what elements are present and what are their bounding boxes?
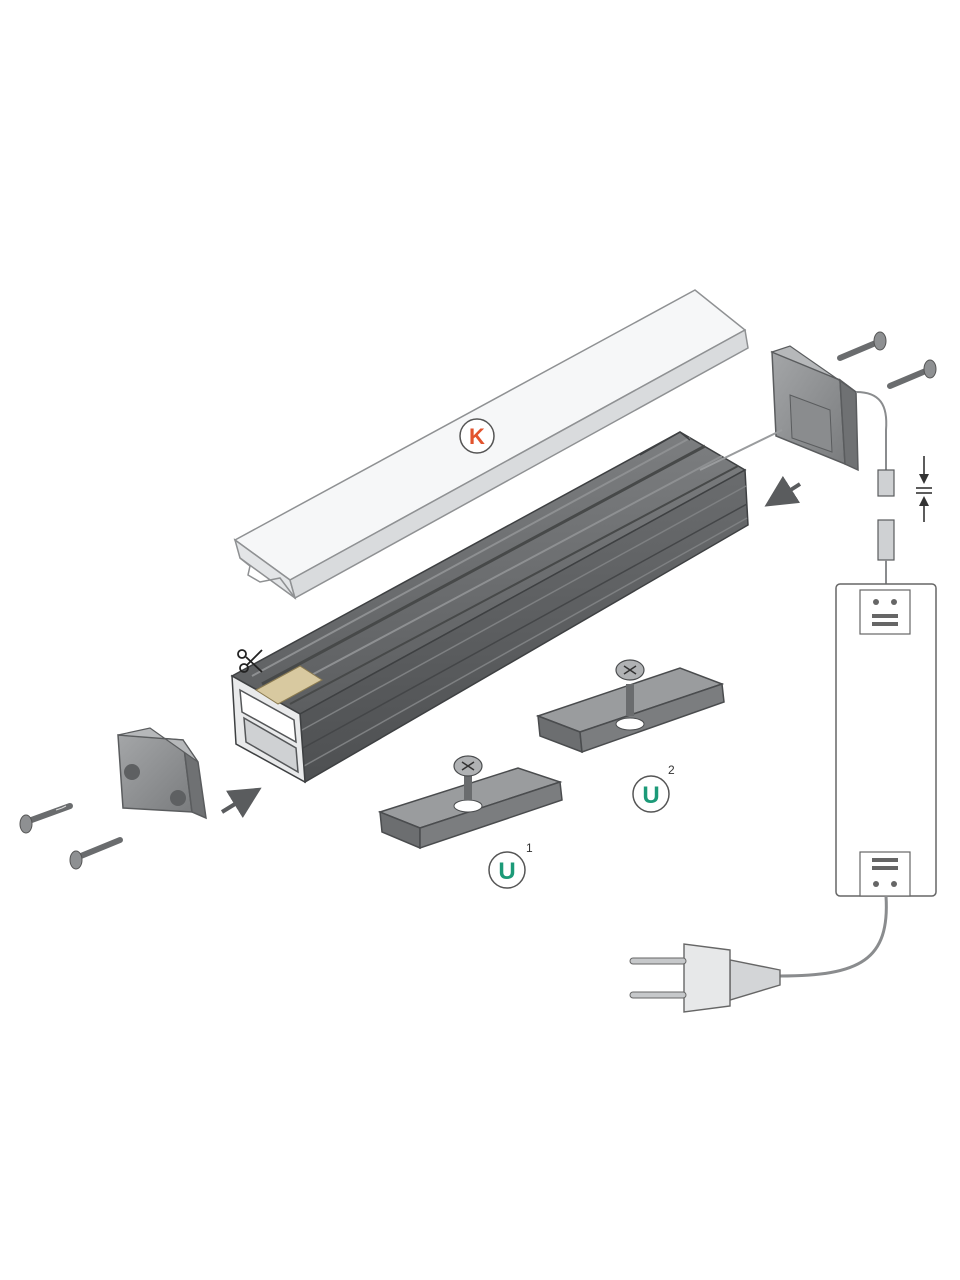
clip-1-label-text: U bbox=[498, 858, 515, 885]
cable-connector bbox=[855, 391, 895, 584]
right-cap-arrow bbox=[764, 475, 802, 507]
screw-icon bbox=[887, 359, 937, 389]
power-supply bbox=[835, 583, 937, 897]
mounting-clip-1 bbox=[377, 755, 563, 850]
left-cap-arrow bbox=[220, 787, 262, 819]
left-end-cap bbox=[117, 727, 207, 820]
compression-arrows-icon bbox=[916, 456, 932, 522]
screw-icon bbox=[69, 837, 123, 870]
clip-1-index-text: 1 bbox=[526, 841, 533, 855]
screw-icon bbox=[19, 803, 73, 834]
clip-label-u1: U 1 bbox=[488, 841, 533, 889]
mounting-clip-2 bbox=[535, 659, 725, 754]
clip-label-u2: U 2 bbox=[632, 763, 675, 813]
mains-plug bbox=[629, 895, 888, 1013]
clip-2-index-text: 2 bbox=[668, 763, 675, 777]
right-end-cap bbox=[699, 345, 859, 472]
cover-label-k: K bbox=[459, 418, 495, 454]
scissors-icon bbox=[237, 649, 263, 673]
screw-icon bbox=[837, 331, 887, 361]
aluminium-profile bbox=[230, 431, 749, 784]
cover-label-text: K bbox=[469, 424, 485, 449]
clip-2-label-text: U bbox=[642, 782, 659, 809]
